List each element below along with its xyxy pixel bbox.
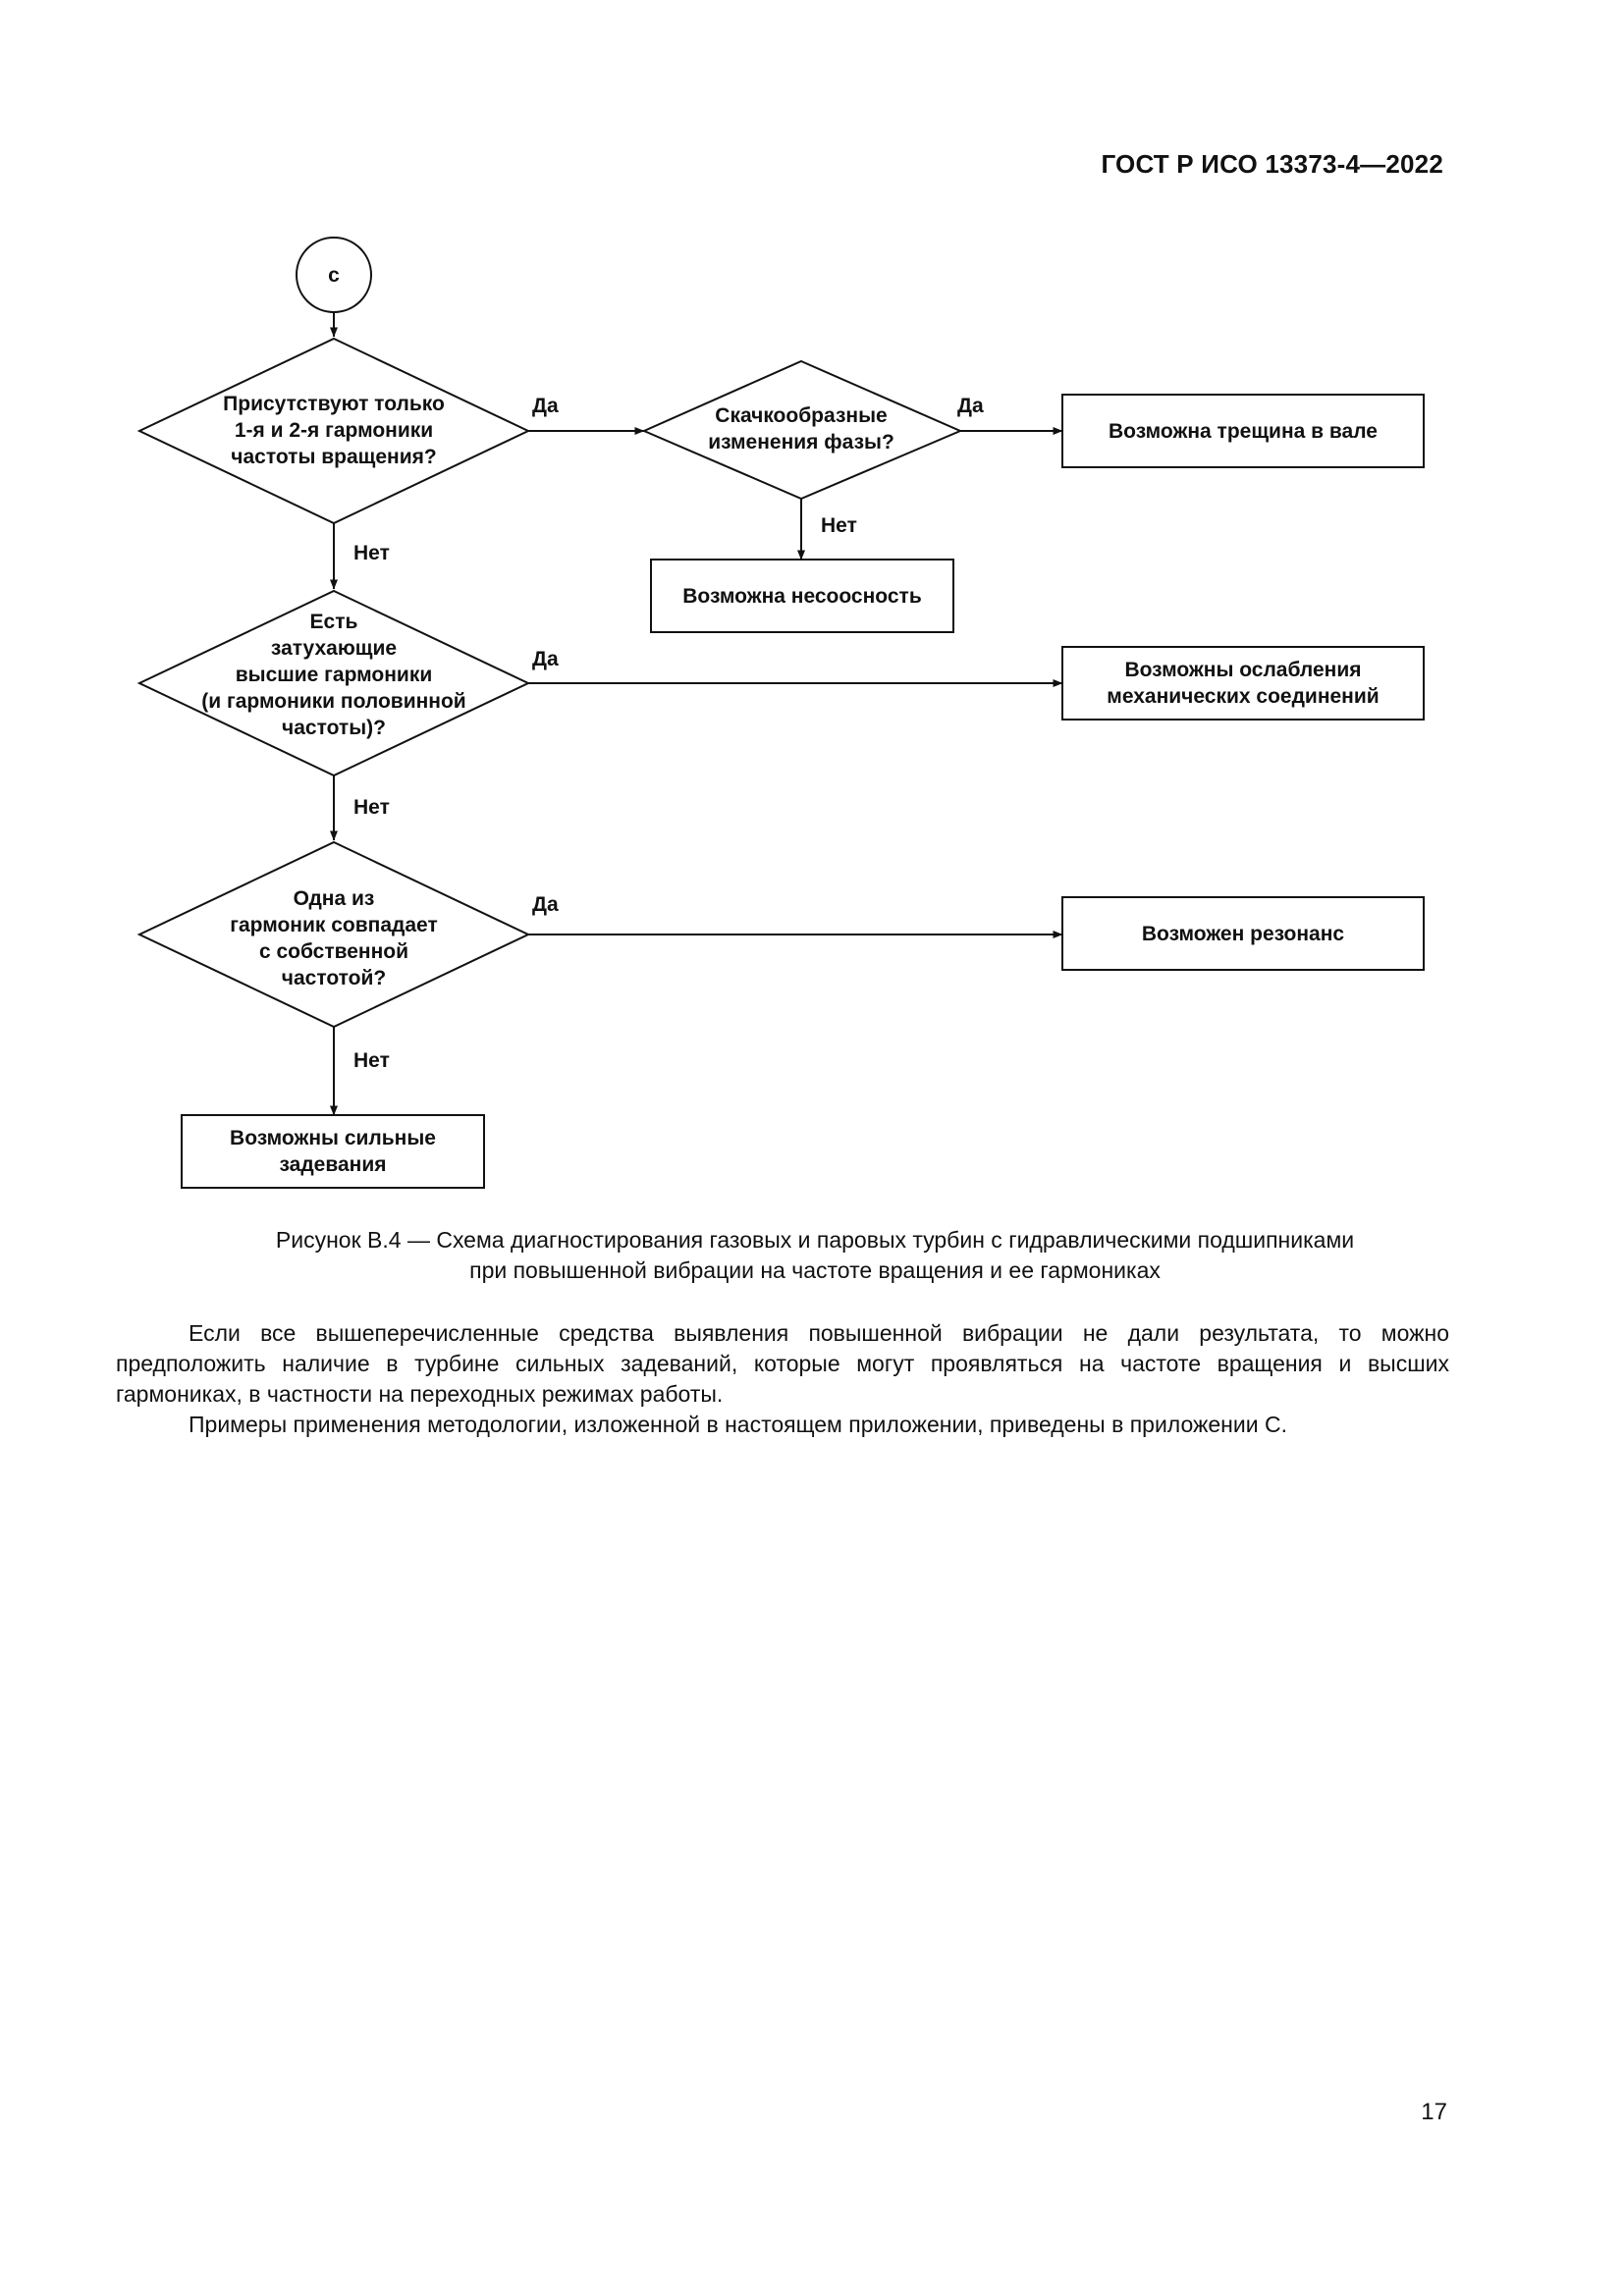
outcome-rubbing-line-1: Возможны сильные	[230, 1127, 436, 1149]
decision-4-yes-label: Да	[532, 893, 559, 916]
connector-label: с	[328, 264, 340, 287]
figure-caption-line-1: Рисунок В.4 — Схема диагностирования газ…	[275, 1227, 1355, 1253]
standard-designation: ГОСТ Р ИСО 13373-4—2022	[1101, 149, 1443, 179]
decision-1-no-label: Нет	[353, 542, 390, 564]
decision-3-yes-label: Да	[532, 648, 559, 670]
outcome-box-rubbing	[181, 1114, 485, 1189]
outcome-looseness-line-2: механических соединений	[1107, 685, 1379, 708]
decision-4-line-4: частотой?	[282, 967, 386, 989]
decision-4-line-2: гармоник совпадает	[230, 914, 437, 936]
outcome-shaft-crack-text: Возможна трещина в вале	[1109, 420, 1378, 443]
outcome-box-mechanical-looseness	[1061, 646, 1425, 721]
outcome-resonance-text: Возможен резонанс	[1142, 923, 1345, 945]
decision-3-line-4: (и гармоники половинной	[201, 690, 465, 713]
outcome-box-resonance	[1061, 896, 1425, 971]
decision-1-line-1: Присутствуют только	[223, 393, 445, 415]
decision-3-line-1: Есть	[310, 611, 358, 633]
outcome-looseness-line-1: Возможны ослабления	[1124, 659, 1361, 681]
outcome-box-misalignment	[650, 559, 954, 633]
decision-2-yes-label: Да	[957, 395, 984, 417]
decision-1-line-2: 1-я и 2-я гармоники	[235, 419, 433, 442]
paragraph-2: Примеры применения методологии, изложенн…	[189, 1412, 1287, 1437]
decision-3-line-5: частоты)?	[282, 717, 386, 739]
outcome-rubbing-line-2: задевания	[279, 1153, 386, 1176]
page-number: 17	[1421, 2099, 1447, 2125]
decision-3-no-label: Нет	[353, 796, 390, 819]
outcome-box-shaft-crack	[1061, 394, 1425, 468]
decision-1-line-3: частоты вращения?	[231, 446, 436, 468]
figure-caption: Рисунок В.4 — Схема диагностирования газ…	[118, 1225, 1512, 1286]
decision-diamond-2	[641, 359, 963, 501]
paragraph-1: Если все вышеперечисленные средства выяв…	[116, 1320, 1449, 1407]
outcome-misalignment-text: Возможна несоосность	[682, 585, 922, 608]
diagnostic-flowchart: с Присутствуют только 1-я и 2-я гармоник…	[136, 237, 1425, 1189]
decision-3-line-2: затухающие	[271, 637, 397, 660]
decision-4-no-label: Нет	[353, 1049, 390, 1072]
decision-2-line-1: Скачкообразные	[715, 404, 887, 427]
decision-4-line-1: Одна из	[294, 887, 375, 910]
decision-2-line-2: изменения фазы?	[708, 431, 894, 454]
body-text: Если все вышеперечисленные средства выяв…	[116, 1318, 1449, 1440]
figure-caption-line-2: при повышенной вибрации на частоте враще…	[469, 1257, 1161, 1283]
decision-1-yes-label: Да	[532, 395, 559, 417]
decision-2-no-label: Нет	[821, 514, 857, 537]
decision-4-line-3: с собственной	[259, 940, 408, 963]
decision-3-line-3: высшие гармоники	[236, 664, 433, 686]
